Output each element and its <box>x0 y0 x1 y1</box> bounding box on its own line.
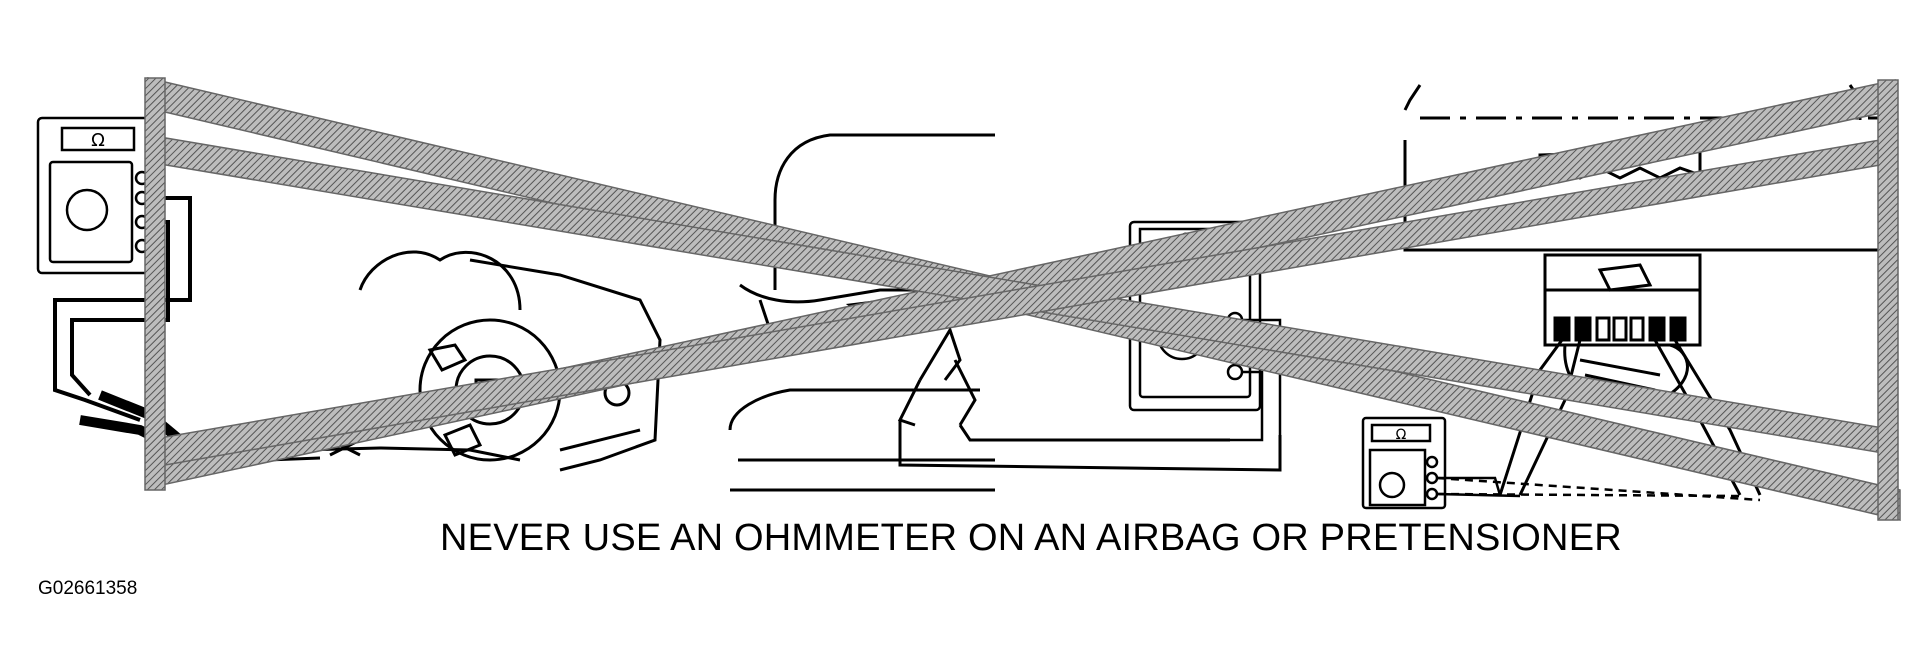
figure-id: G02661358 <box>38 578 138 599</box>
warning-caption: NEVER USE AN OHMMETER ON AN AIRBAG OR PR… <box>440 517 1622 559</box>
meter-symbol-left: Ω <box>91 130 105 151</box>
left-meter-leads <box>53 196 192 450</box>
meter-symbol-right: Ω <box>1396 427 1407 443</box>
prohibition-cross-icon <box>144 77 1901 521</box>
right-ohmmeter-icon: Ω <box>1361 416 1761 510</box>
left-ohmmeter-icon: Ω <box>36 116 162 275</box>
